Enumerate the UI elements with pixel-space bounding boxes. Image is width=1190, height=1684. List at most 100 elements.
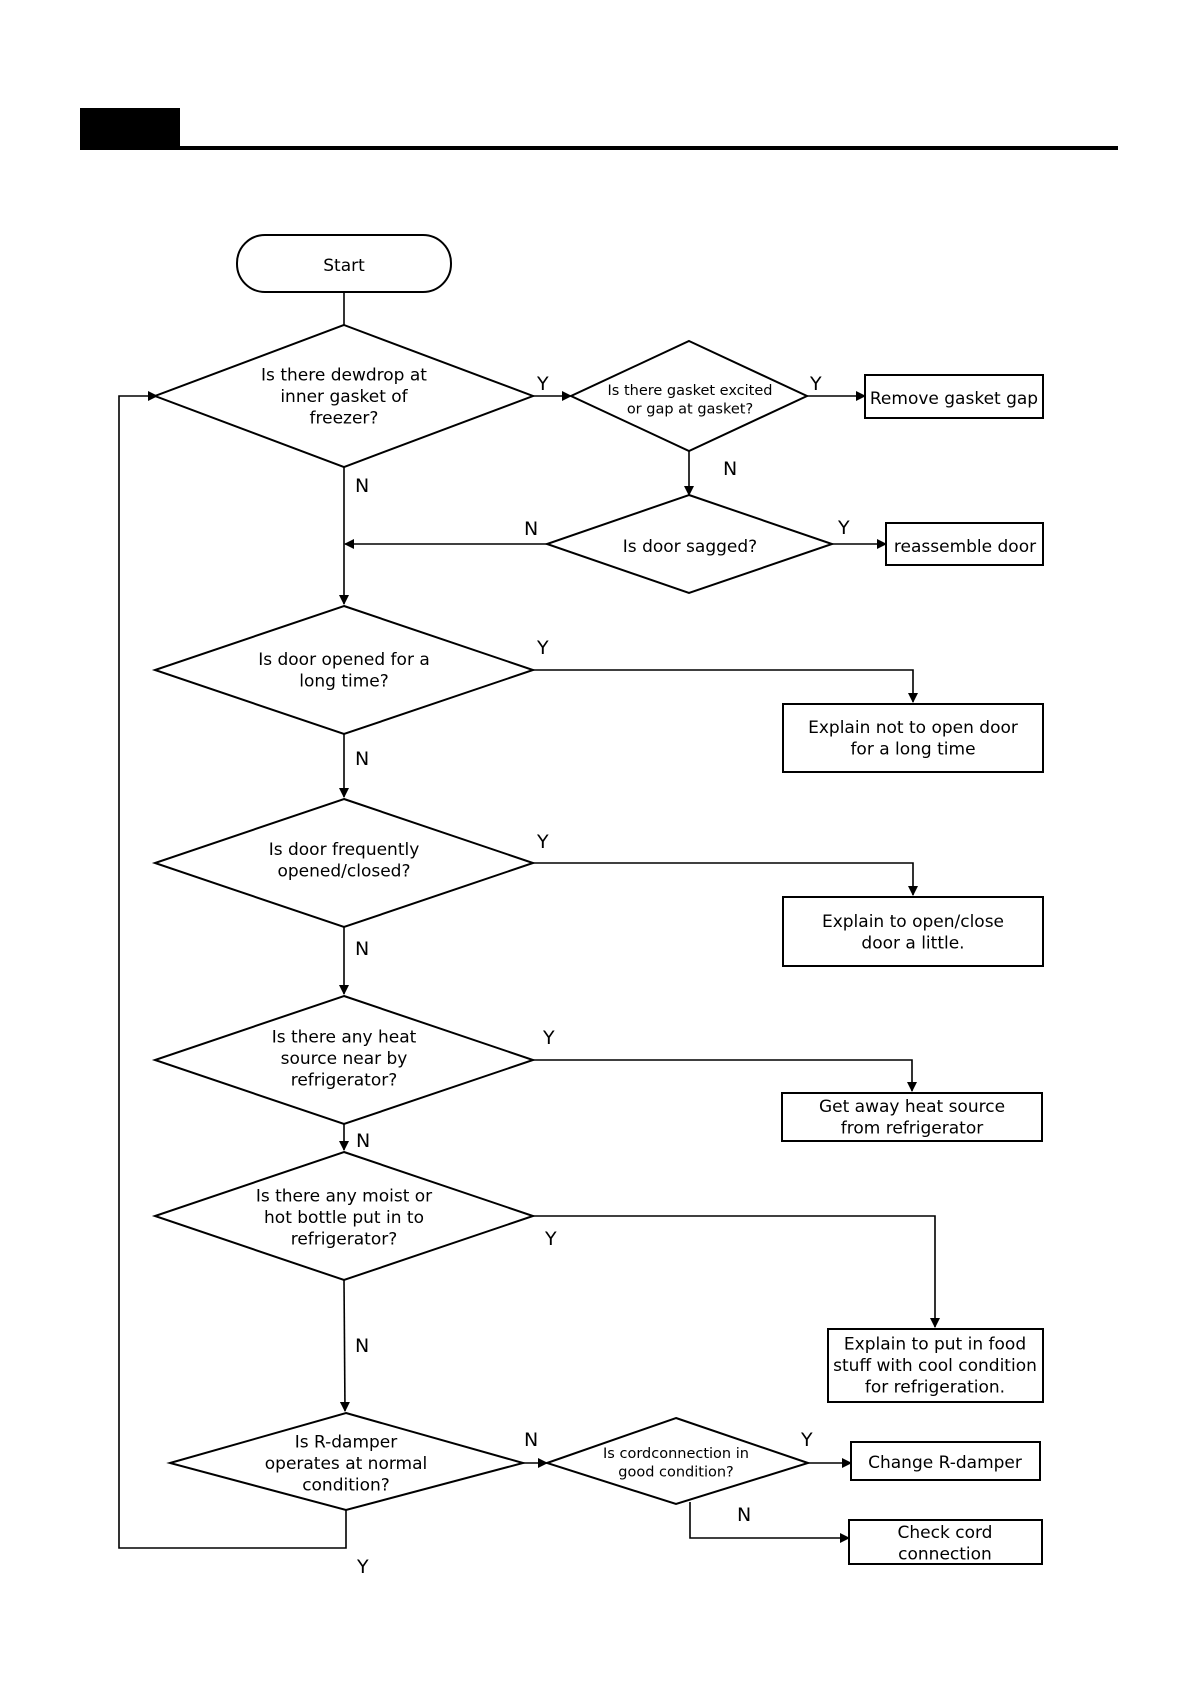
label-opened-yes: Y xyxy=(536,637,549,659)
q-moist-line-3: refrigerator? xyxy=(291,1230,398,1250)
action-explain-not-open xyxy=(782,703,1044,773)
a-cord-line-2: connection xyxy=(898,1545,992,1565)
a-moist-line-3: for refrigeration. xyxy=(865,1378,1005,1398)
action-remove-gasket-gap xyxy=(864,374,1044,419)
decision-r-damper xyxy=(166,1411,527,1512)
action-change-r-damper xyxy=(850,1441,1041,1481)
q-damper-line-1: Is R-damper xyxy=(295,1432,398,1452)
a-frequent-line-1: Explain to open/close xyxy=(822,912,1004,932)
label-gasket-no: N xyxy=(723,458,737,480)
header-rule xyxy=(80,146,1118,150)
start-line-1: Start xyxy=(323,256,365,276)
q-heat-line-2: source near by xyxy=(281,1049,408,1069)
q-frequent-line-1: Is door frequently xyxy=(269,840,420,860)
a-moist-line-1: Explain to put in food xyxy=(844,1334,1026,1354)
edge-moist-yes xyxy=(533,1215,940,1328)
q-moist-line-1: Is there any moist or xyxy=(256,1186,432,1206)
q-cord-line-1: Is cordconnection in xyxy=(603,1446,749,1462)
label-sagged-no: N xyxy=(524,518,538,540)
shapes xyxy=(151,234,1044,1565)
action-explain-cool-food xyxy=(827,1328,1044,1403)
q-moist-line-2: hot bottle put in to xyxy=(264,1208,424,1228)
q-damper-line-2: operates at normal xyxy=(265,1454,428,1474)
edge-damper-yes-loop xyxy=(118,391,347,1549)
decision-cord-connection xyxy=(543,1416,812,1506)
gasket-question: Is there gasket excited or gap at gasket? xyxy=(608,383,773,417)
decision-gasket xyxy=(568,339,810,453)
a-cord-line-1: Check cord xyxy=(898,1523,993,1543)
edge-opened-yes xyxy=(533,669,918,703)
q-dewdrop-line-3: freezer? xyxy=(310,409,379,429)
q-frequent-line-2: opened/closed? xyxy=(277,862,410,882)
label-opened-no: N xyxy=(355,748,369,770)
a-door-line-1: reassemble door xyxy=(894,537,1036,557)
q-damper-line-3: condition? xyxy=(302,1476,390,1496)
label-dewdrop-no: N xyxy=(355,475,369,497)
a-damper-line-1: Change R-damper xyxy=(868,1453,1022,1473)
q-dewdrop-line-1: Is there dewdrop at xyxy=(261,365,427,385)
start-label: Start xyxy=(323,256,365,276)
label-moist-yes: Y xyxy=(544,1228,557,1250)
decision-door-sagged xyxy=(543,493,836,595)
a-moist-line-2: stuff with cool condition xyxy=(833,1356,1037,1376)
edge-heat-yes xyxy=(533,1059,917,1092)
q-heat-line-3: refrigerator? xyxy=(291,1071,398,1091)
q-gasket-line-1: Is there gasket excited xyxy=(608,383,773,399)
q-heat-line-1: Is there any heat xyxy=(272,1027,417,1047)
q-opened-line-1: Is door opened for a xyxy=(258,650,430,670)
label-moist-no: N xyxy=(355,1335,369,1357)
label-cord-yes: Y xyxy=(800,1429,813,1451)
header-block xyxy=(80,108,180,150)
a-gasket-line-1: Remove gasket gap xyxy=(870,389,1038,409)
remove-gasket-gap-label: Remove gasket gap xyxy=(870,389,1038,409)
label-cord-no: N xyxy=(737,1504,751,1526)
change-r-damper-label: Change R-damper xyxy=(868,1453,1022,1473)
q-cord-line-2: good condition? xyxy=(618,1464,734,1480)
decision-heat-source xyxy=(151,994,537,1126)
action-reassemble-door xyxy=(885,522,1044,566)
label-damper-no: N xyxy=(524,1429,538,1451)
label-frequent-yes: Y xyxy=(536,831,549,853)
decision-dewdrop xyxy=(152,323,536,469)
reassemble-door-label: reassemble door xyxy=(894,537,1036,557)
a-opened-line-1: Explain not to open door xyxy=(808,718,1018,738)
a-frequent-line-2: door a little. xyxy=(861,934,964,954)
label-gasket-yes: Y xyxy=(809,373,822,395)
decision-moist-bottle xyxy=(151,1150,537,1282)
label-sagged-yes: Y xyxy=(837,517,850,539)
q-dewdrop-line-2: inner gasket of xyxy=(280,387,408,407)
q-gasket-line-2: or gap at gasket? xyxy=(627,401,753,417)
edge-cord-no xyxy=(689,1502,850,1543)
q-opened-line-2: long time? xyxy=(299,672,389,692)
action-explain-open-close xyxy=(782,896,1044,967)
label-heat-yes: Y xyxy=(542,1027,555,1049)
start-terminal xyxy=(236,234,452,293)
q-sagged-line-1: Is door sagged? xyxy=(623,537,757,557)
edge-frequent-yes xyxy=(533,862,918,896)
edge-moist-no xyxy=(339,1279,350,1412)
label-dewdrop-yes: Y xyxy=(536,373,549,395)
a-heat-line-2: from refrigerator xyxy=(841,1119,983,1139)
action-check-cord xyxy=(848,1519,1043,1565)
edge-labels: Y N Y N Y N Y N Y N Y N Y N N Y Y N xyxy=(355,373,850,1578)
a-opened-line-2: for a long time xyxy=(850,740,975,760)
label-frequent-no: N xyxy=(355,938,369,960)
a-heat-line-1: Get away heat source xyxy=(819,1097,1005,1117)
door-sagged-question: Is door sagged? xyxy=(623,537,757,557)
connectors xyxy=(118,292,940,1549)
cord-connection-question: Is cordconnection in good condition? xyxy=(603,1446,749,1480)
decision-door-frequent xyxy=(151,797,537,929)
